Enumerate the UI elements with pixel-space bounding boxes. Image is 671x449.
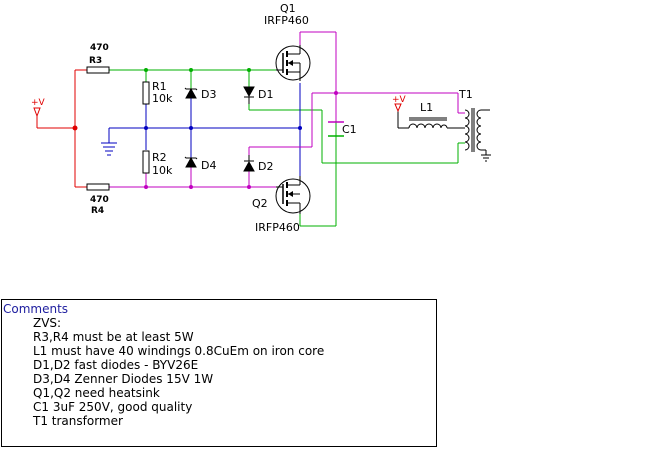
resistor-r1: R1 10k xyxy=(142,80,173,105)
supply-symbol-left: +V xyxy=(31,98,46,118)
comment-line: L1 must have 40 windings 0.8CuEm on iron… xyxy=(33,344,325,358)
mosfet-q1: Q1 IRFP460 xyxy=(264,2,311,81)
junction-dot xyxy=(189,185,193,189)
svg-text:R2: R2 xyxy=(152,151,167,164)
diode-d1: D1 xyxy=(243,86,273,104)
svg-text:R1: R1 xyxy=(152,80,167,93)
comment-line: Q1,Q2 need heatsink xyxy=(33,386,160,400)
svg-text:+V: +V xyxy=(31,98,46,108)
svg-text:T1: T1 xyxy=(458,88,473,101)
schematic-diagram: +V 470 R3 470 R4 R1 10k R2 10k D3 D4 xyxy=(31,2,491,234)
junction-dot xyxy=(247,185,251,189)
svg-text:R3: R3 xyxy=(89,56,102,66)
junction-dot xyxy=(247,68,251,72)
resistor-r2: R2 10k xyxy=(142,150,173,177)
comment-line: R3,R4 must be at least 5W xyxy=(33,330,194,344)
junction-dot xyxy=(144,185,148,189)
junction-dot xyxy=(189,126,193,130)
wire-supply-red xyxy=(36,69,87,188)
ground-symbol xyxy=(101,142,117,156)
capacitor-c1: C1 xyxy=(328,121,357,137)
junction-dot xyxy=(298,126,302,130)
comment-line: T1 transformer xyxy=(33,414,123,428)
svg-text:10k: 10k xyxy=(152,164,173,177)
svg-text:D3: D3 xyxy=(201,88,216,101)
junction-dot xyxy=(334,91,338,95)
svg-text:R4: R4 xyxy=(91,206,104,216)
wire-inductor xyxy=(397,111,465,129)
diode-d2: D2 xyxy=(243,155,273,173)
svg-text:D4: D4 xyxy=(201,159,216,172)
svg-text:10k: 10k xyxy=(152,92,173,105)
svg-text:IRFP460: IRFP460 xyxy=(255,221,300,234)
inductor-l1: L1 xyxy=(408,101,448,129)
transformer-t1: T1 xyxy=(458,88,491,162)
junction-dot xyxy=(72,125,78,131)
svg-text:+V: +V xyxy=(392,95,407,105)
junction-dot xyxy=(144,68,148,72)
svg-text:470: 470 xyxy=(90,195,109,205)
svg-text:Q2: Q2 xyxy=(252,197,268,210)
svg-text:Q1: Q1 xyxy=(280,2,296,15)
zener-diode-d4: D4 xyxy=(184,156,216,172)
comments-box: Comments ZVS: R3,R4 must be at least 5W … xyxy=(1,299,437,447)
junction-dot xyxy=(189,68,193,72)
svg-text:L1: L1 xyxy=(420,101,433,114)
resistor-r4: 470 R4 xyxy=(86,183,110,216)
comment-line: ZVS: xyxy=(33,316,62,330)
comment-line: D1,D2 fast diodes - BYV26E xyxy=(33,358,199,372)
svg-text:IRFP460: IRFP460 xyxy=(264,14,309,27)
svg-text:C1: C1 xyxy=(342,123,357,136)
junction-dot xyxy=(144,126,148,130)
svg-text:D1: D1 xyxy=(258,88,273,101)
comment-line: D3,D4 Zenner Diodes 15V 1W xyxy=(33,372,214,386)
svg-text:D2: D2 xyxy=(258,160,273,173)
comments-list: ZVS: R3,R4 must be at least 5W L1 must h… xyxy=(33,316,324,428)
zener-diode-d3: D3 xyxy=(184,87,216,101)
svg-text:470: 470 xyxy=(90,43,109,53)
supply-symbol-right: +V xyxy=(392,95,407,113)
mosfet-q2: Q2 IRFP460 xyxy=(252,176,311,234)
comments-title: Comments xyxy=(3,302,69,316)
comment-line: C1 3uF 250V, good quality xyxy=(33,400,193,414)
resistor-r3: 470 R3 xyxy=(86,43,110,74)
